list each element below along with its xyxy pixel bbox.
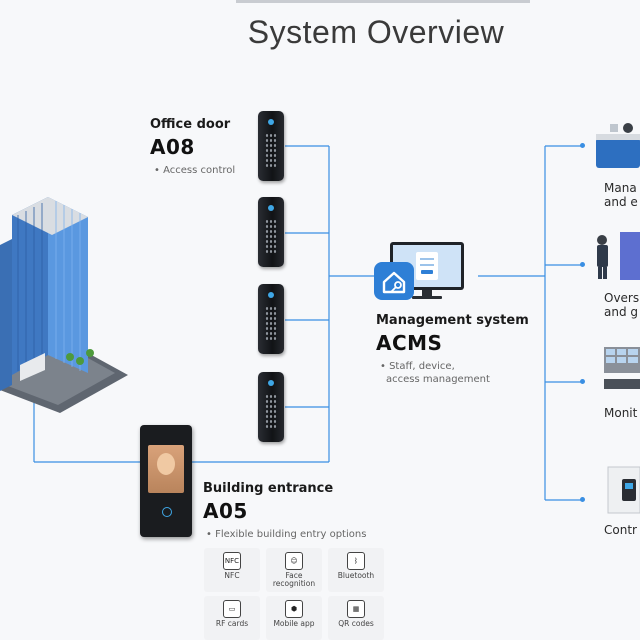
face-recognition-icon: ☺ [285,552,303,570]
rfid-reader-icon [162,507,172,517]
right-item-4: Contr [604,523,637,537]
building-entrance-device [140,425,192,537]
management-monitor-illustration [374,242,464,300]
management-model: ACMS [376,331,443,355]
page-title: System Overview [247,14,505,50]
face-illustration [157,453,175,475]
feature-nfc: NFC NFC [204,548,260,592]
reception-desk-illustration [596,123,640,168]
office-building-illustration [0,197,128,413]
door-reader-device [258,197,284,267]
top-divider [236,0,530,3]
connector-endpoint [580,379,585,384]
control-panel-illustration [607,466,640,514]
office-door-label: Office door [150,117,231,132]
door-reader-device [258,284,284,354]
building-entrance-bullet: • Flexible building entry options [206,529,367,540]
right-item-1: Mana and e [604,181,638,210]
mobile-app-icon: ⬢ [285,600,303,618]
connector-endpoint [580,497,585,502]
monitoring-room-illustration [604,347,640,389]
management-bullet: • Staff, device, [380,361,455,372]
door-reader-device [258,111,284,181]
office-door-bullet: • Access control [154,165,236,176]
management-label: Management system [376,313,529,328]
rf-card-icon: ▭ [223,600,241,618]
feature-mobile-app: ⬢ Mobile app [266,596,322,640]
management-bullet: access management [386,374,490,385]
right-item-2: Overs and g [604,291,640,320]
office-door-model: A08 [150,135,195,159]
building-entrance-label: Building entrance [203,481,334,496]
feature-face-recognition: ☺ Face recognition [266,548,322,592]
qr-code-icon: ▦ [347,600,365,618]
bluetooth-icon: ᛒ [347,552,365,570]
connector-endpoint [580,262,585,267]
door-reader-device [258,372,284,442]
nfc-icon: NFC [223,552,241,570]
feature-rf-cards: ▭ RF cards [204,596,260,640]
feature-bluetooth: ᛒ Bluetooth [328,548,384,592]
building-entrance-model: A05 [203,499,248,523]
connector-endpoint [580,143,585,148]
right-item-3: Monit [604,406,638,420]
visitor-door-illustration [597,232,640,280]
feature-qr-codes: ▦ QR codes [328,596,384,640]
